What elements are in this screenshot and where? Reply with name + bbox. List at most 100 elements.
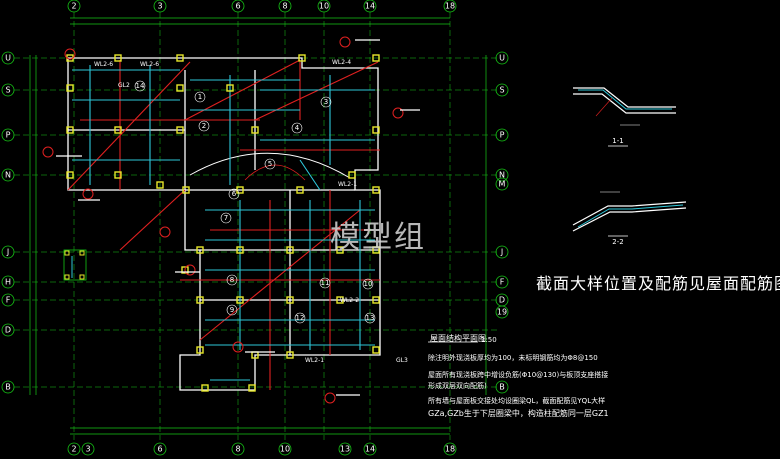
column-marker	[236, 246, 244, 254]
axis-label-top: 6	[235, 2, 240, 11]
column-marker	[372, 346, 380, 354]
axis-label-left: D	[5, 326, 11, 335]
watermark-text: 模型组	[330, 220, 426, 255]
axis-label-right: M	[499, 180, 506, 189]
axis-label-bottom: 13	[340, 445, 350, 454]
beam-label: WL2-6	[140, 61, 159, 68]
column-marker	[176, 84, 184, 92]
column-marker	[176, 126, 184, 134]
column-marker	[181, 266, 189, 274]
general-note-1: 除注明外现浇板厚均为100，未标明钢筋均为Φ8@150	[428, 354, 598, 362]
column-marker	[176, 54, 184, 62]
room-number: 11	[321, 279, 330, 287]
beam-label: WL2-4	[332, 59, 351, 66]
room-number: 10	[364, 280, 373, 288]
axis-label-top: 2	[71, 2, 76, 11]
room-number: 4	[295, 124, 300, 132]
axis-label-top-bubble	[231, 0, 245, 13]
column-marker	[114, 126, 122, 134]
axis-label-right: N	[499, 171, 505, 180]
column-marker	[251, 126, 259, 134]
axis-label-bottom: 6	[157, 445, 162, 454]
axis-label-bottom-bubble	[231, 442, 245, 456]
beam-label: WL2-1	[338, 181, 357, 188]
dimension-lines	[29, 17, 487, 435]
axis-label-right-bubble	[495, 177, 509, 191]
axis-label-top-bubble	[153, 0, 167, 13]
column-marker	[372, 54, 380, 62]
room-number: 12	[296, 314, 305, 322]
axis-label-right: B	[499, 383, 505, 392]
axis-label-right-bubble	[495, 168, 509, 182]
room-number: 2	[202, 122, 206, 130]
room-numbers: 1 2 3 4 5 6 7 8 9 10 11 12 13 14	[136, 82, 375, 322]
column-marker	[372, 296, 380, 304]
column-marker	[196, 246, 204, 254]
column-marker	[201, 384, 209, 392]
column-marker	[226, 84, 234, 92]
axis-label-left-bubble	[1, 168, 15, 182]
axis-label-left-bubble	[1, 51, 15, 65]
axis-label-right: S	[499, 86, 504, 95]
axis-label-left-bubble	[1, 323, 15, 337]
general-note-2: 屋面所有现浇板跨中增设负筋(Φ10@130)与板顶支座搭接	[428, 371, 609, 379]
plan-scale: 1:50	[481, 336, 497, 344]
axis-label-right: D	[499, 296, 505, 305]
axis-label-top: 10	[319, 2, 329, 11]
general-note-4: 所有墙与屋面板交接处均设圈梁QL，截面配筋见YQL大样	[428, 397, 606, 405]
beam-label: WL2-2	[340, 297, 359, 304]
axis-label-left: H	[5, 278, 11, 287]
column-marker	[286, 296, 294, 304]
beam-label: WL2-6	[94, 61, 113, 68]
axis-label-right-bubble	[495, 275, 509, 289]
room-number: 7	[224, 214, 228, 222]
axis-label-right: F	[500, 278, 505, 287]
column-marker	[296, 186, 304, 194]
column-marker	[196, 296, 204, 304]
axis-label-top-bubble	[363, 0, 377, 13]
column-marker	[196, 346, 204, 354]
axis-label-left: F	[6, 296, 11, 305]
axis-label-top: 3	[157, 2, 162, 11]
axis-label-bottom-bubble	[81, 442, 95, 456]
room-number: 1	[198, 93, 202, 101]
building-walls	[67, 57, 381, 391]
beam-labels: WL2-6 WL2-6 GL2 WL2-4 WL2-1 WL2-2 WL2-1 …	[94, 59, 408, 364]
column-marker	[114, 171, 122, 179]
section-detail-title: 截面大样位置及配筋见屋面配筋图	[536, 274, 780, 293]
column-marker	[298, 54, 306, 62]
room-number-markers	[134, 80, 376, 324]
column-marker	[348, 171, 356, 179]
axis-label-top-bubble	[317, 0, 331, 13]
axis-label-left-bubble	[1, 83, 15, 97]
axis-label-left-bubble	[1, 128, 15, 142]
general-note-3: 形成双层双向配筋)	[428, 382, 487, 390]
axis-label-bottom: 10	[280, 445, 290, 454]
axis-label-bottom-bubble	[153, 442, 167, 456]
axis-label-right-bubble	[495, 128, 509, 142]
rebar-lines	[72, 65, 375, 381]
room-number: 9	[230, 306, 234, 314]
beam-label: GL3	[396, 357, 408, 364]
axis-label-bottom-bubble	[67, 442, 81, 456]
axis-label-right: J	[500, 248, 503, 257]
axis-label-right-bubble	[495, 245, 509, 259]
axis-label-bottom: 3	[85, 445, 90, 454]
axis-label-right-bubble	[495, 51, 509, 65]
axis-label-right: 19	[497, 308, 507, 317]
column-marker	[336, 296, 344, 304]
room-number: 3	[324, 98, 328, 106]
axis-label-bottom: 2	[71, 445, 76, 454]
beam-label: GL2	[118, 82, 130, 89]
axis-label-top: 8	[282, 2, 287, 11]
room-number: 5	[268, 160, 272, 168]
axis-label-left-bubble	[1, 293, 15, 307]
axis-label-right: U	[499, 54, 505, 63]
column-marker	[66, 126, 74, 134]
column-marker	[248, 384, 256, 392]
axis-label-left: U	[5, 54, 11, 63]
axis-label-right-bubble	[495, 83, 509, 97]
column-marker	[156, 181, 164, 189]
column-marker	[372, 126, 380, 134]
